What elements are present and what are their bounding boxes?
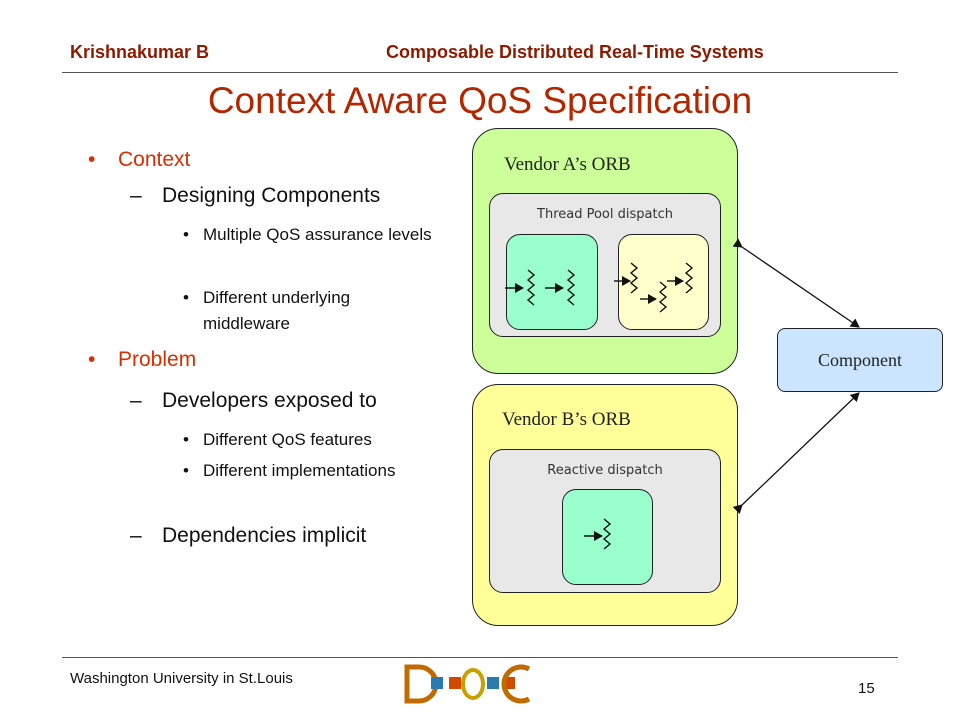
component-box: Component [777, 328, 943, 392]
course-title: Composable Distributed Real-Time Systems [386, 42, 764, 62]
thread-icon [545, 269, 576, 306]
bullet-sub4: Different implementations [203, 461, 396, 480]
thread-icon [667, 262, 694, 294]
dash: – [130, 389, 142, 412]
thread-pool-label: Thread Pool dispatch [537, 207, 673, 222]
bullet-dependencies: Dependencies implicit [162, 524, 367, 547]
slide-title: Context Aware QoS Specification [207, 80, 753, 121]
vendor-a-orb: Vendor A’s ORB Thread Pool dispatch [472, 128, 738, 374]
vendor-b-orb: Vendor B’s ORB Reactive dispatch [472, 384, 738, 626]
bullet-context: Context [118, 148, 191, 171]
bullet-dot: • [183, 288, 189, 307]
thread-icon [614, 262, 639, 294]
vendor-a-label: Vendor A’s ORB [504, 154, 631, 175]
dash: – [130, 524, 142, 547]
bullet-dot: • [183, 461, 189, 480]
page-number: 15 [858, 680, 875, 697]
reactive-panel: Reactive dispatch [489, 449, 721, 593]
author-name: Krishnakumar B [70, 42, 210, 62]
bullet-dot: • [88, 348, 96, 371]
thread-icon [584, 518, 612, 550]
bullet-designing: Designing Components [162, 184, 381, 207]
header-rule [62, 72, 898, 73]
bullet-problem: Problem [118, 348, 197, 371]
component-label: Component [818, 349, 902, 370]
bullet-developers: Developers exposed to [162, 389, 377, 412]
footer-rule [62, 657, 898, 658]
bullet-sub1: Multiple QoS assurance levels [203, 225, 432, 244]
vendor-b-label: Vendor B’s ORB [502, 409, 631, 430]
bullet-dot: • [183, 225, 189, 244]
thread-icon [505, 269, 536, 306]
bullet-dot: • [183, 430, 189, 449]
thread-pool-panel: Thread Pool dispatch [489, 193, 721, 337]
bullet-sub3: Different QoS features [203, 430, 372, 449]
connector-a-component [732, 238, 860, 328]
university-name: Washington University in St.Louis [70, 670, 293, 687]
bullet-dot: • [88, 148, 96, 171]
reactive-label: Reactive dispatch [547, 463, 663, 478]
thread-icon [640, 281, 668, 313]
bullet-sub2: Different underlying middleware [203, 288, 351, 333]
reactive-lane [562, 489, 653, 585]
thread-lane-green [506, 234, 598, 330]
doc-logo [404, 664, 531, 704]
dash: – [130, 184, 142, 207]
connector-b-component [732, 392, 860, 515]
